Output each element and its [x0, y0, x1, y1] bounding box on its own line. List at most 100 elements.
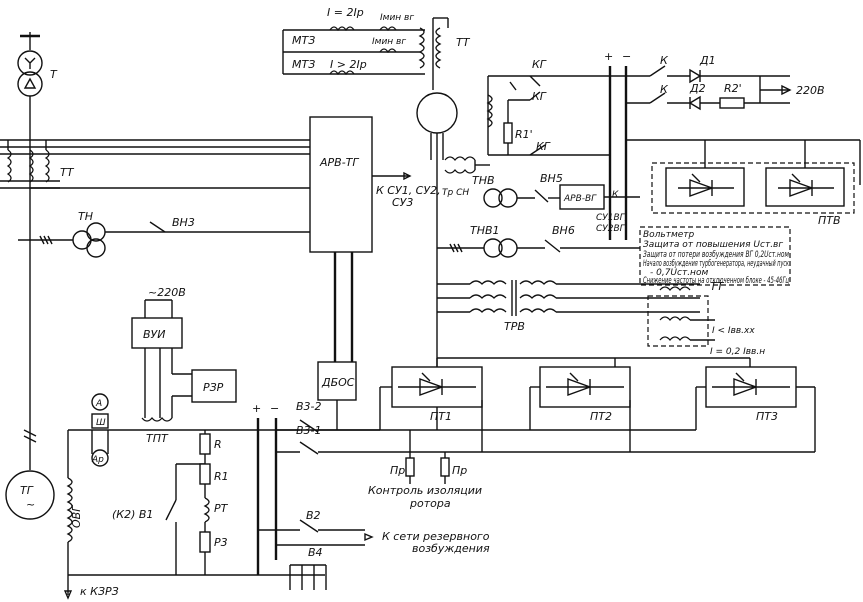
label-D1: Д1 — [699, 54, 716, 67]
exciter-generator — [416, 92, 458, 134]
label-K2: К — [660, 83, 669, 96]
label-PT3: ПТ3 — [756, 410, 778, 423]
label-K2V1: (К2) В1 — [112, 508, 153, 521]
voltage-transformer-TN — [18, 222, 310, 258]
diode-D2 — [688, 95, 701, 111]
label-OVG: ОВГ — [70, 505, 83, 528]
label-MTZ1: МТЗ — [292, 34, 315, 47]
shunt-Sh — [91, 413, 109, 429]
ptv-thyristor-1 — [665, 167, 745, 207]
label-Tr-SN: Тр СН — [442, 188, 469, 198]
resistor-R2prime — [719, 97, 745, 109]
protection-notes-panel — [639, 226, 791, 286]
label-minus-top: − — [622, 50, 631, 63]
label-I-2Ip: I = 2Iр — [327, 6, 364, 19]
rzr-block — [191, 369, 237, 403]
label-VN3: ВН3 — [172, 216, 195, 229]
label-D2: Д2 — [689, 82, 706, 95]
label-MTZ2: МТЗ — [292, 58, 315, 71]
resistor-R1 — [199, 463, 211, 485]
label-220V-right: 220В — [796, 84, 825, 97]
label-VN5: ВН5 — [540, 172, 563, 185]
label-control2: ротора — [409, 497, 451, 510]
label-TNV1: ТНВ1 — [470, 224, 500, 237]
label-KG1: КГ — [532, 58, 547, 71]
label-PTV: ПТВ — [818, 214, 841, 227]
label-I-min-vg1: Iмин вг — [380, 13, 414, 23]
label-TRV: ТРВ — [504, 320, 525, 333]
label-V3-2: В3-2 — [296, 400, 322, 413]
fuse-Pr1 — [405, 457, 415, 477]
relay-R3 — [199, 531, 211, 553]
label-V4: В4 — [308, 546, 323, 559]
note-frequency: Снижение частоты на отключенном блоке - … — [643, 276, 789, 286]
ammeter-Ar — [91, 449, 109, 467]
ptv-dashed-frame — [651, 162, 855, 214]
label-ARV-TG: АРВ-ТГ — [319, 156, 359, 169]
label-VUI: ВУИ — [143, 328, 165, 341]
label-VN6: ВН6 — [552, 224, 575, 237]
tt-relay-frame — [647, 295, 709, 347]
label-A: А — [95, 399, 102, 409]
label-PT1: ПТ1 — [430, 410, 452, 423]
label-V3-1: В3-1 — [296, 424, 322, 437]
turbogenerator-TG — [5, 470, 55, 520]
label-minus-bottom: − — [270, 402, 279, 415]
label-RT: РТ — [214, 502, 229, 515]
label-ARV-VG: АРВ-ВГ — [563, 194, 597, 204]
field-breaker-area — [486, 75, 610, 156]
label-RZR: РЗР — [203, 381, 224, 394]
label-DBOS: ДБОС — [321, 376, 355, 389]
label-TT-left: ТТ — [60, 166, 75, 179]
ammeter-A — [91, 393, 109, 411]
label-TNV: ТНВ — [472, 174, 495, 187]
label-TT-mid: ТТ — [710, 280, 725, 293]
label-to-SU: К СУ1, СУ2, — [376, 184, 441, 197]
label-plus-bottom: + — [252, 402, 261, 415]
switch-VN6 — [544, 239, 561, 253]
label-I-lt-Ivv: I < Iвв.хх — [712, 326, 755, 336]
note-start: Начало возбуждения турбогенератора, неуд… — [643, 259, 789, 269]
tt-bus-lines — [0, 139, 310, 189]
vui-block — [131, 317, 183, 349]
note-start-value: - 0,7Uст.ном — [650, 268, 708, 278]
label-K-small: К — [612, 190, 619, 200]
resistor-R — [199, 433, 211, 455]
diode-D1 — [689, 68, 702, 84]
note-excitation-loss: Защита от потери возбуждения ВГ 0,2Uст.н… — [643, 250, 789, 260]
label-plus-top: + — [604, 50, 613, 63]
switch-V1 — [165, 499, 177, 521]
label-TG: ТГ — [20, 484, 34, 497]
label-TN: ТН — [78, 210, 93, 223]
switch-VN3 — [149, 221, 166, 233]
label-220V-left: ~220В — [148, 286, 186, 299]
switch-V3-2 — [299, 419, 319, 433]
label-Pr2: Пр — [452, 464, 467, 477]
mtz-protection-area — [282, 17, 449, 90]
fuse-Pr2 — [440, 457, 450, 477]
main-transformer-T — [17, 32, 43, 97]
label-TT-top: ТТ — [456, 36, 471, 49]
label-R: R — [214, 438, 222, 451]
label-SU1VG: СУ1ВГ, — [596, 213, 628, 223]
resistor-R1prime — [503, 122, 513, 144]
trv-transformer — [437, 280, 700, 316]
label-Sh: Ш — [96, 418, 106, 428]
ptv-thyristor-2 — [765, 167, 845, 207]
label-KG2: КГ — [532, 90, 547, 103]
label-reserve2: возбуждения — [412, 542, 490, 555]
tnv-transformer-a — [483, 188, 503, 208]
label-R2prime: R2' — [724, 82, 742, 95]
label-tilde: ~ — [26, 498, 35, 511]
label-reserve1: К сети резервного — [382, 530, 490, 543]
switch-V3-1 — [299, 441, 319, 455]
label-to-KZRZ: к КЗРЗ — [80, 585, 119, 598]
label-control1: Контроль изоляции — [368, 484, 482, 497]
label-R1: R1 — [214, 470, 229, 483]
label-Pr1: Пр — [390, 464, 405, 477]
label-I-02Ivv: I = 0,2 Iвв.н — [710, 347, 765, 357]
arv-tg-block — [309, 116, 373, 253]
label-TPT: ТПТ — [146, 432, 169, 445]
